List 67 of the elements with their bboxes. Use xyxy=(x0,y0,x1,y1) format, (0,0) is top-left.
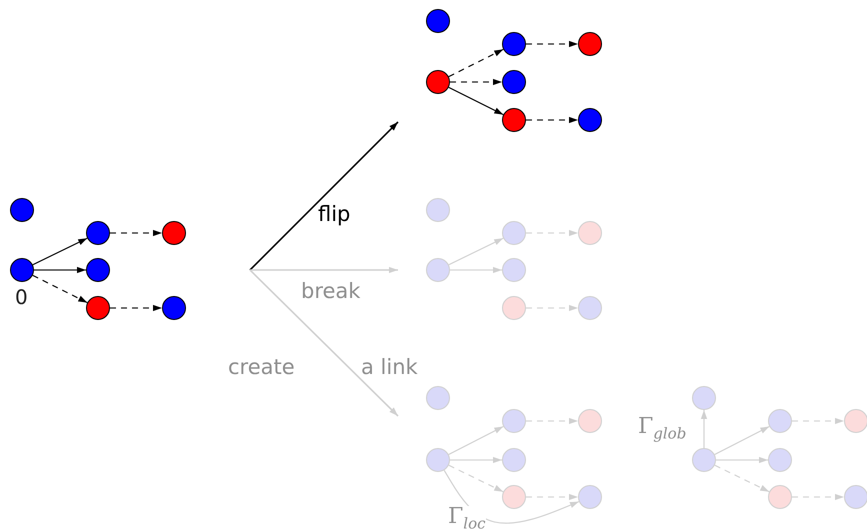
arrow xyxy=(714,426,770,455)
graph-node xyxy=(578,409,602,433)
graph-node xyxy=(426,386,450,410)
arrow xyxy=(448,48,504,78)
arrow xyxy=(448,86,504,116)
graph-node xyxy=(578,485,602,509)
transition-label: a link xyxy=(361,357,418,378)
arrow xyxy=(716,456,768,464)
graph-node xyxy=(844,409,867,433)
arrow xyxy=(792,494,844,500)
arrow xyxy=(526,116,578,124)
arrow xyxy=(34,266,86,274)
graph-node xyxy=(844,485,867,509)
edge-label: Γ$_{loc}$ xyxy=(448,506,486,530)
graph-node xyxy=(692,448,716,472)
graph-node xyxy=(10,198,34,222)
arrow xyxy=(450,266,502,274)
graph-node xyxy=(162,296,186,320)
graph-node xyxy=(426,198,450,222)
arrow xyxy=(448,238,504,266)
graph-node xyxy=(426,9,450,33)
arrow xyxy=(526,230,578,236)
arrow xyxy=(110,304,162,312)
arrow xyxy=(448,426,504,455)
graph-node xyxy=(426,258,450,282)
graph-node xyxy=(578,32,602,56)
transition-label: break xyxy=(301,281,360,302)
arrow xyxy=(700,410,708,448)
arrow xyxy=(526,494,578,500)
graph-node xyxy=(502,485,526,509)
node-caption: 0 xyxy=(15,287,28,307)
graph-node xyxy=(426,70,450,94)
transition-label: create xyxy=(228,357,295,378)
graph-node xyxy=(426,448,450,472)
edge-label: Γ$_{glob}$ xyxy=(638,416,686,442)
graph-node xyxy=(162,221,186,245)
graph-node xyxy=(502,409,526,433)
graph-node xyxy=(86,221,110,245)
graph-node xyxy=(768,409,792,433)
graph-node xyxy=(692,386,716,410)
arrow xyxy=(714,464,770,492)
arrow xyxy=(110,230,162,236)
graph-node xyxy=(768,485,792,509)
graph-node xyxy=(578,221,602,245)
arrow xyxy=(450,78,502,86)
transition-label: flip xyxy=(318,204,350,225)
graph-node xyxy=(502,32,526,56)
graph-node xyxy=(86,296,110,320)
arrow xyxy=(32,238,88,266)
arrow xyxy=(526,304,578,312)
arrow xyxy=(448,464,504,492)
graph-node xyxy=(502,221,526,245)
graph-node xyxy=(502,448,526,472)
graph-node xyxy=(502,296,526,320)
graph-node xyxy=(578,296,602,320)
arrow xyxy=(526,40,578,48)
arrow xyxy=(450,456,502,464)
graph-node xyxy=(10,258,34,282)
graph-node xyxy=(502,70,526,94)
graph-node xyxy=(502,258,526,282)
graph-node xyxy=(768,448,792,472)
graph-node xyxy=(578,108,602,132)
arrow xyxy=(526,418,578,424)
arrow xyxy=(792,418,844,424)
arrow xyxy=(32,274,88,304)
graph-node xyxy=(502,108,526,132)
graph-node xyxy=(86,258,110,282)
